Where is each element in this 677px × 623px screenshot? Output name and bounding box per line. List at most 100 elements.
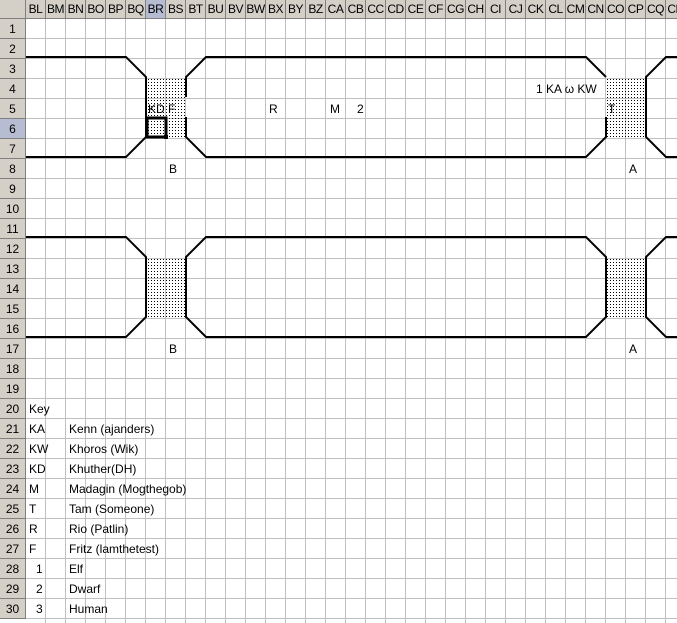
fill-handle[interactable] <box>164 135 168 139</box>
row-header-5[interactable]: 5 <box>0 99 26 119</box>
key-code: M <box>29 482 39 496</box>
label-t: T <box>608 102 616 116</box>
column-header-CR[interactable]: CR <box>666 0 677 19</box>
key-title: Key <box>29 402 50 416</box>
row-header-24[interactable]: 24 <box>0 479 26 499</box>
row-header-19[interactable]: 19 <box>0 379 26 399</box>
room-wall-main-lower <box>185 236 607 338</box>
column-header-CC[interactable]: CC <box>366 0 386 19</box>
key-name: Khoros (Wik) <box>69 442 139 456</box>
row-header-2[interactable]: 2 <box>0 39 26 59</box>
column-header-CB[interactable]: CB <box>346 0 366 19</box>
column-header-BZ[interactable]: BZ <box>306 0 326 19</box>
row-header-17[interactable]: 17 <box>0 339 26 359</box>
doorway-fill-a-lower <box>607 257 646 317</box>
label-a-lower: A <box>629 342 638 356</box>
column-header-CA[interactable]: CA <box>326 0 346 19</box>
row-header-6[interactable]: 6 <box>0 119 26 139</box>
key-name: Kenn (ajanders) <box>69 422 155 436</box>
column-header-BW[interactable]: BW <box>246 0 266 19</box>
column-header-CP[interactable]: CP <box>626 0 646 19</box>
row-header-7[interactable]: 7 <box>0 139 26 159</box>
key-code: T <box>29 502 37 516</box>
key-code: 3 <box>36 602 43 616</box>
column-header-CK[interactable]: CK <box>526 0 546 19</box>
row-header-26[interactable]: 26 <box>0 519 26 539</box>
column-header-CO[interactable]: CO <box>606 0 626 19</box>
label-m: M <box>330 102 340 116</box>
key-code: F <box>29 542 37 556</box>
column-header-BR[interactable]: BR <box>146 0 166 19</box>
room-wall-main-upper-bottom <box>185 117 607 158</box>
key-name: Elf <box>69 562 84 576</box>
column-header-CI[interactable]: CI <box>486 0 506 19</box>
row-header-23[interactable]: 23 <box>0 459 26 479</box>
column-header-BM[interactable]: BM <box>46 0 66 19</box>
column-header-CE[interactable]: CE <box>406 0 426 19</box>
column-header-BU[interactable]: BU <box>206 0 226 19</box>
row-header-13[interactable]: 13 <box>0 259 26 279</box>
column-header-CJ[interactable]: CJ <box>506 0 526 19</box>
row-header-14[interactable]: 14 <box>0 279 26 299</box>
row-header-27[interactable]: 27 <box>0 539 26 559</box>
column-header-CM[interactable]: CM <box>566 0 586 19</box>
column-header-BN[interactable]: BN <box>66 0 86 19</box>
label-b-lower: B <box>169 342 178 356</box>
row-header-21[interactable]: 21 <box>0 419 26 439</box>
row-header-29[interactable]: 29 <box>0 579 26 599</box>
column-header-CF[interactable]: CF <box>426 0 446 19</box>
room-wall-main-upper-top <box>185 56 607 97</box>
row-header-8[interactable]: 8 <box>0 159 26 179</box>
key-name: Human <box>69 602 108 616</box>
key-code: KD <box>29 462 46 476</box>
column-header-CD[interactable]: CD <box>386 0 406 19</box>
row-header-25[interactable]: 25 <box>0 499 26 519</box>
column-header-BQ[interactable]: BQ <box>126 0 146 19</box>
column-header-BP[interactable]: BP <box>106 0 126 19</box>
row-header-18[interactable]: 18 <box>0 359 26 379</box>
label-b-upper: B <box>169 162 178 176</box>
column-header-BS[interactable]: BS <box>166 0 186 19</box>
key-name: Dwarf <box>69 582 101 596</box>
label-2: 2 <box>357 102 364 116</box>
label-a-upper: A <box>629 162 638 176</box>
doorway-fill-b-lower <box>147 257 186 317</box>
row-header-15[interactable]: 15 <box>0 299 26 319</box>
row-header-30[interactable]: 30 <box>0 599 26 619</box>
column-header-BV[interactable]: BV <box>226 0 246 19</box>
row-header-12[interactable]: 12 <box>0 239 26 259</box>
row-header-1[interactable]: 1 <box>0 19 26 39</box>
column-header-BY[interactable]: BY <box>286 0 306 19</box>
row-header-4[interactable]: 4 <box>0 79 26 99</box>
label-f: F <box>168 102 176 116</box>
doorway-fill-a-upper <box>607 77 646 137</box>
column-header-CH[interactable]: CH <box>466 0 486 19</box>
key-name: Rio (Patlin) <box>69 522 129 536</box>
room-wall-right-upper <box>645 56 677 158</box>
row-header-28[interactable]: 28 <box>0 559 26 579</box>
column-header-CN[interactable]: CN <box>586 0 606 19</box>
row-header-3[interactable]: 3 <box>0 59 26 79</box>
column-header-BX[interactable]: BX <box>266 0 286 19</box>
column-header-BT[interactable]: BT <box>186 0 206 19</box>
row-header-10[interactable]: 10 <box>0 199 26 219</box>
row-header-22[interactable]: 22 <box>0 439 26 459</box>
row-header-9[interactable]: 9 <box>0 179 26 199</box>
label-row4-right: 1 KA ω KW <box>536 82 597 96</box>
column-header-CQ[interactable]: CQ <box>646 0 666 19</box>
room-wall-left-lower <box>26 236 147 338</box>
active-cell[interactable] <box>145 116 168 139</box>
row-header-16[interactable]: 16 <box>0 319 26 339</box>
column-header-BL[interactable]: BL <box>26 0 46 19</box>
row-header-11[interactable]: 11 <box>0 219 26 239</box>
row-header-20[interactable]: 20 <box>0 399 26 419</box>
key-code: 1 <box>36 562 43 576</box>
key-name: Madagin (Mogthegob) <box>69 482 187 496</box>
key-name: Tam (Someone) <box>69 502 155 516</box>
column-header-BO[interactable]: BO <box>86 0 106 19</box>
column-header-CG[interactable]: CG <box>446 0 466 19</box>
column-header-CL[interactable]: CL <box>546 0 566 19</box>
select-all-corner[interactable] <box>0 0 26 19</box>
